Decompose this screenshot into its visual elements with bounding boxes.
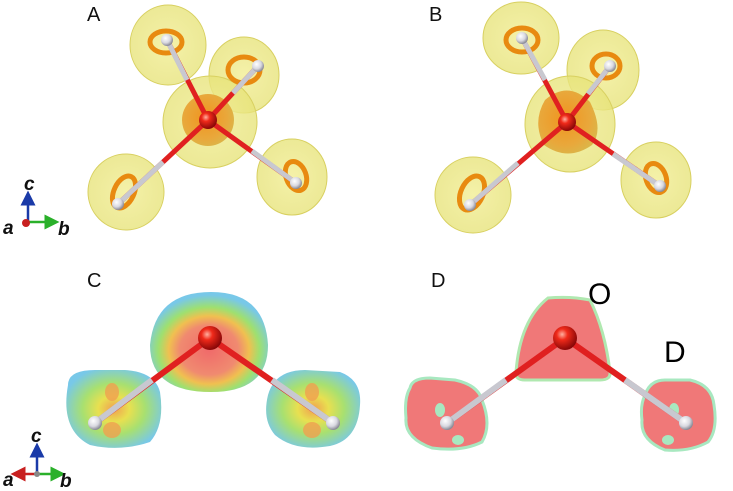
hydrogen-atom <box>112 198 124 210</box>
hydrogen-atom <box>464 199 476 211</box>
panel-label-b: B <box>429 4 443 26</box>
hydrogen-atom <box>654 180 666 192</box>
bond <box>611 151 662 189</box>
panel-c-structure <box>66 292 361 448</box>
density-peak <box>105 383 119 401</box>
bond <box>468 161 520 207</box>
panel-label-d: D <box>431 270 446 292</box>
lobe-isosurface <box>282 158 310 194</box>
lobe-isosurface <box>589 51 623 81</box>
lobe-isosurface <box>503 25 541 55</box>
axis-b-label: b <box>58 219 70 240</box>
hydrogen-atom <box>252 60 264 72</box>
bond <box>93 377 154 426</box>
bond <box>445 377 508 426</box>
bond <box>270 377 335 426</box>
isosurface-cloud <box>87 153 165 231</box>
lobe-isosurface <box>642 160 670 196</box>
axis-a-label: a <box>3 470 14 491</box>
hydrogen-atom <box>604 60 616 72</box>
bond <box>231 64 260 95</box>
density-node <box>435 403 445 417</box>
density-peak <box>103 422 121 438</box>
deuterium-label: D <box>664 336 686 369</box>
hydrogen-atom <box>440 416 454 430</box>
density-peak <box>305 383 319 401</box>
hydrogen-atom <box>326 416 340 430</box>
oxygen-atom <box>199 111 217 129</box>
lobe-isosurface <box>147 28 185 56</box>
axis-b-label: b <box>60 471 72 491</box>
panel-label-a: A <box>87 4 101 26</box>
axis-c-label: c <box>24 174 35 195</box>
axis-a-label: a <box>3 218 14 239</box>
hydrogen-atom <box>679 416 693 430</box>
isosurface-cloud <box>434 156 512 234</box>
oxygen-label: O <box>588 278 612 311</box>
bond <box>250 148 298 186</box>
hydrogen-atom <box>516 32 528 44</box>
density-peak <box>303 422 321 438</box>
axis-triad-top: c a b <box>3 174 70 240</box>
bond <box>164 38 190 82</box>
panel-d-structure <box>404 295 717 452</box>
panel-b-structure <box>434 1 692 234</box>
hydrogen-atom <box>88 416 102 430</box>
hydrogen-atom <box>290 177 302 189</box>
axis-triad-bottom: c a b <box>3 426 72 491</box>
bond <box>623 377 688 426</box>
axis-origin <box>34 471 40 477</box>
density-node <box>662 435 674 445</box>
oxygen-atom <box>558 113 576 131</box>
density-slice-hydrogen <box>404 376 489 451</box>
panel-label-c: C <box>87 270 102 292</box>
bond <box>519 36 548 82</box>
isosurface-cloud <box>620 141 692 219</box>
axis-a-dot <box>22 219 30 227</box>
oxygen-atom <box>553 326 577 350</box>
hydrogen-atom <box>161 34 173 46</box>
panel-a-structure <box>87 4 328 231</box>
density-node <box>452 435 464 445</box>
bond <box>116 160 165 206</box>
axis-c-label: c <box>31 426 42 447</box>
oxygen-atom <box>198 326 222 350</box>
